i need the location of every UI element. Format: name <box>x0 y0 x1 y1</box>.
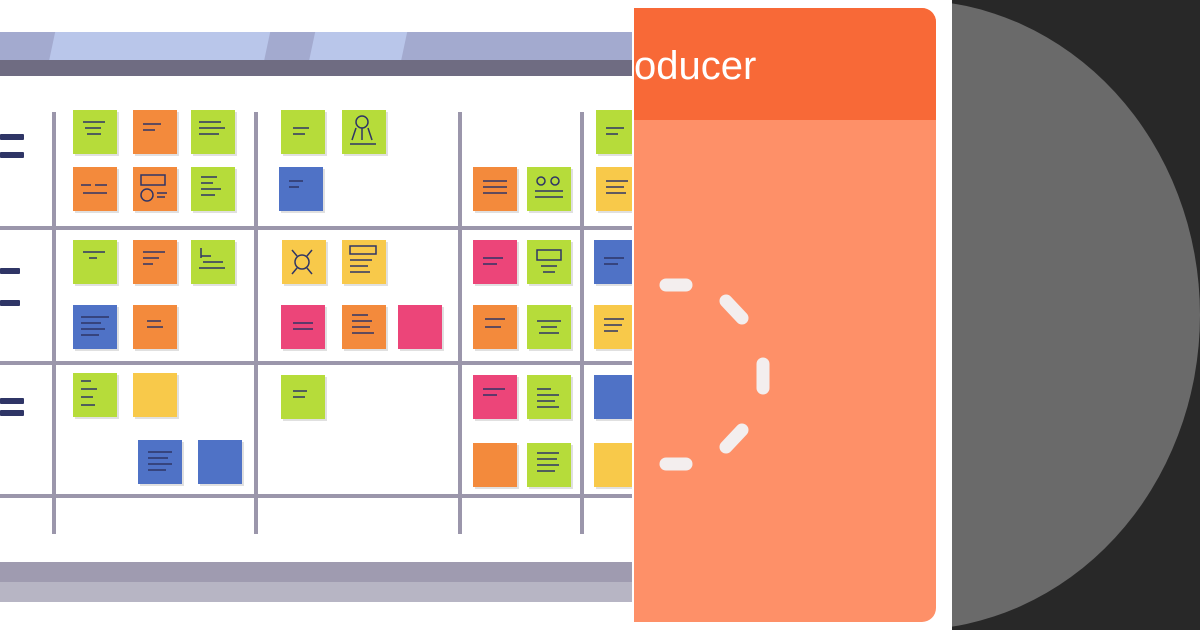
sticky-note <box>281 305 325 349</box>
lane-marker <box>0 300 20 306</box>
column-divider <box>458 112 462 534</box>
row-divider <box>0 494 632 498</box>
sticky-note <box>281 375 325 419</box>
board-frame-bottom <box>0 562 632 582</box>
sticky-note <box>279 167 323 211</box>
sticky-note <box>342 240 386 284</box>
sticky-note <box>527 240 571 284</box>
sticky-note <box>281 110 325 154</box>
panel-header: oducer <box>634 8 936 120</box>
background-disc <box>952 0 1200 630</box>
lane-marker <box>0 410 24 416</box>
frame-shine <box>308 32 408 62</box>
sticky-note <box>191 240 235 284</box>
row-divider <box>0 361 632 365</box>
board-frame-top-shadow <box>0 60 632 76</box>
sticky-note <box>527 305 571 349</box>
panel-title: oducer <box>634 44 757 88</box>
lane-marker <box>0 268 20 274</box>
column-divider <box>580 112 584 534</box>
column-divider <box>254 112 258 534</box>
sticky-note <box>138 440 182 484</box>
sticky-note <box>282 240 326 284</box>
dark-background <box>952 0 1200 630</box>
sticky-note <box>191 167 235 211</box>
sticky-note <box>73 373 117 417</box>
lane-marker <box>0 398 24 404</box>
sticky-note <box>342 305 386 349</box>
sticky-note <box>594 375 632 419</box>
kanban-board-illustration <box>0 32 632 602</box>
board-frame-top <box>0 32 632 62</box>
sticky-note <box>133 373 177 417</box>
board-frame-bottom-shadow <box>0 582 632 602</box>
sticky-note <box>594 305 632 349</box>
sticky-note <box>342 110 386 154</box>
frame-shine <box>48 32 271 62</box>
sticky-note <box>133 305 177 349</box>
sticky-note <box>73 167 117 211</box>
column-divider <box>52 112 56 534</box>
sticky-note <box>596 110 632 154</box>
sticky-note <box>527 443 571 487</box>
sticky-note <box>398 305 442 349</box>
sticky-note <box>198 440 242 484</box>
sticky-note <box>473 240 517 284</box>
sticky-note <box>133 167 177 211</box>
sticky-note <box>473 167 517 211</box>
lane-marker <box>0 152 24 158</box>
sticky-note <box>527 167 571 211</box>
sticky-note <box>73 305 117 349</box>
sticky-note <box>473 443 517 487</box>
sticky-note <box>596 167 632 211</box>
sticky-note <box>73 110 117 154</box>
sticky-note <box>594 240 632 284</box>
producer-panel: oducer <box>634 8 936 622</box>
loading-spinner-icon <box>634 270 794 490</box>
sticky-note <box>133 240 177 284</box>
sticky-note <box>191 110 235 154</box>
sticky-note <box>73 240 117 284</box>
sticky-note <box>133 110 177 154</box>
sticky-note <box>594 443 632 487</box>
sticky-note <box>527 375 571 419</box>
sticky-note <box>473 305 517 349</box>
row-divider <box>0 226 632 230</box>
lane-marker <box>0 134 24 140</box>
sticky-note <box>473 375 517 419</box>
